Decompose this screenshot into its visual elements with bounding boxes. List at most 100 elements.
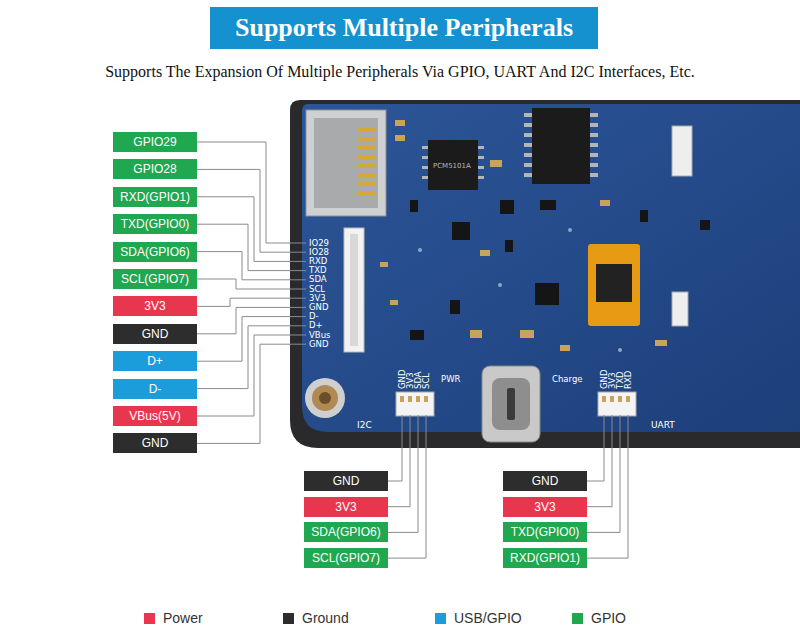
pin-label-text: SDA(GPIO6) <box>311 525 380 539</box>
eeprom-chip <box>524 143 532 147</box>
silkscreen-label: PWR <box>441 374 460 385</box>
eeprom-chip <box>524 123 532 127</box>
leader-lines <box>587 415 604 481</box>
pin-label-text: SCL(GPIO7) <box>312 551 380 565</box>
sd-card-slot <box>306 110 386 216</box>
uart-connector <box>598 392 636 416</box>
pin-label-box: GND <box>113 433 197 453</box>
sd-card-slot <box>358 146 376 150</box>
silkscreen-label: Charge <box>552 374 583 385</box>
uart-connector <box>602 396 606 402</box>
smd-components <box>380 262 388 267</box>
eeprom-chip <box>590 123 598 127</box>
pin-label-box: VBus(5V) <box>113 406 197 426</box>
smd-components <box>535 283 559 305</box>
eeprom-chip <box>590 143 598 147</box>
leader-lines <box>197 142 628 558</box>
usb-c-port <box>507 388 515 420</box>
title-text: Supports Multiple Peripherals <box>210 7 598 49</box>
smd-components <box>490 160 502 167</box>
smd-components <box>418 248 422 252</box>
i2c-connector <box>400 396 404 402</box>
usb-c-port <box>482 366 540 442</box>
sd-card-slot <box>358 182 376 186</box>
legend-swatch <box>283 613 294 624</box>
leader-lines <box>197 298 306 306</box>
pin-label-text: SCL(GPIO7) <box>121 272 189 286</box>
eeprom-chip <box>524 113 532 117</box>
mcu-module <box>588 244 640 326</box>
fpc-connector <box>350 234 358 346</box>
audio-dac-chip <box>478 156 484 159</box>
audio-dac-chip <box>478 146 484 149</box>
smd-components <box>390 300 398 305</box>
leader-lines <box>388 415 410 507</box>
leader-lines <box>197 335 306 416</box>
eeprom-chip <box>524 108 598 184</box>
smd-components <box>540 200 556 210</box>
pin-label-text: RXD(GPIO1) <box>510 551 580 565</box>
audio-dac-chip <box>478 176 484 179</box>
smd-components <box>450 300 460 314</box>
i2c-connector <box>396 392 434 416</box>
audio-dac-chip <box>422 176 428 179</box>
pin-label-box: SCL(GPIO7) <box>304 548 388 568</box>
i2c-connector <box>416 396 420 402</box>
pin-label-box: SDA(GPIO6) <box>304 522 388 542</box>
mcu-module <box>596 264 632 302</box>
leader-lines <box>197 252 306 280</box>
leader-lines <box>197 344 306 443</box>
eeprom-chip <box>590 163 598 167</box>
uart-connector <box>626 396 630 402</box>
smd-components <box>410 330 424 340</box>
legend-swatch <box>435 613 446 624</box>
leader-lines <box>587 415 620 532</box>
smd-components <box>395 120 405 126</box>
eeprom-chip <box>590 173 598 177</box>
pin-label-box: GPIO28 <box>113 159 197 179</box>
board-enclosure <box>290 100 800 448</box>
leader-lines <box>197 142 306 243</box>
smd-components <box>505 240 513 252</box>
board-enclosure <box>290 100 800 448</box>
pin-label-box: GND <box>503 471 587 491</box>
usb-c-port <box>492 378 530 430</box>
audio-dac-chip <box>422 166 428 169</box>
uart-connector <box>598 392 636 416</box>
pin-label-text: 3V3 <box>534 500 555 514</box>
uart-connector <box>610 396 614 402</box>
mounting-hole <box>312 385 338 411</box>
pin-label-box: TXD(GPIO0) <box>113 214 197 234</box>
eeprom-chip <box>524 173 532 177</box>
usb-c-port <box>482 366 540 442</box>
pin-label-text: GND <box>142 327 169 341</box>
smd-components <box>395 135 405 141</box>
audio-dac-chip <box>478 166 484 169</box>
pin-label-text: TXD(GPIO0) <box>511 525 580 539</box>
i2c-connector <box>408 396 412 402</box>
title-banner: Supports Multiple Peripherals <box>210 7 598 49</box>
audio-dac-chip <box>422 146 428 149</box>
i2c-connector <box>396 392 434 416</box>
pin-label-text: GPIO28 <box>133 162 176 176</box>
sd-card-slot <box>358 173 376 177</box>
eeprom-chip <box>590 153 598 157</box>
leader-lines <box>587 415 628 558</box>
audio-dac-chip <box>428 140 478 190</box>
mounting-hole <box>319 392 331 404</box>
silkscreen-label: I2C <box>357 420 372 431</box>
pin-label-text: TXD(GPIO0) <box>121 217 190 231</box>
pin-label-text: SDA(GPIO6) <box>120 245 189 259</box>
silkscreen-label: GND <box>309 339 329 350</box>
pin-label-box: TXD(GPIO0) <box>503 522 587 542</box>
leader-lines <box>587 415 612 507</box>
smd-components <box>640 210 648 222</box>
mounting-hole <box>305 378 345 418</box>
i2c-connector <box>424 396 428 402</box>
legend-item: USB/GPIO <box>435 608 522 628</box>
pin-label-text: GND <box>333 474 360 488</box>
sd-card-slot <box>358 191 376 195</box>
leader-lines <box>197 279 306 289</box>
